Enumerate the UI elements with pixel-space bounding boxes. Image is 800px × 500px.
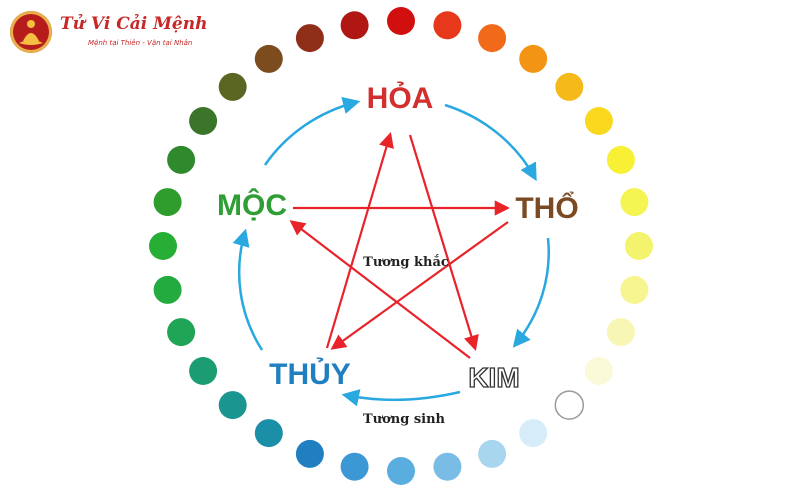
arrow-tho-to-thuy — [330, 221, 509, 350]
color-wheel-dot — [167, 318, 196, 347]
color-wheel-dot — [295, 24, 324, 53]
color-wheel-dot — [149, 232, 177, 260]
color-wheel — [149, 7, 653, 485]
color-wheel-dot — [584, 107, 613, 135]
brand-name: Tử Vi Cải Mệnh — [60, 14, 208, 34]
color-wheel-dot — [433, 452, 462, 481]
color-wheel-dot — [625, 232, 653, 260]
generating-cycle-caption: Tương sinh — [363, 412, 446, 427]
element-moc-label: MỘC — [217, 188, 287, 222]
arrow-kim-to-thuy — [341, 389, 461, 407]
color-wheel-dot — [340, 11, 369, 40]
color-wheel-dot — [189, 107, 218, 135]
arrow-tho-to-kim — [512, 237, 550, 348]
element-thuy-label: THỦY — [269, 357, 351, 391]
color-wheel-dot — [295, 439, 324, 468]
color-wheel-dot — [606, 145, 635, 174]
brand-logo[interactable]: Tử Vi Cải Mệnh Mệnh tại Thiên - Vận tại … — [10, 10, 207, 56]
controlling-cycle-caption: Tương khắc — [363, 254, 449, 270]
brand-slogan: Mệnh tại Thiên - Vận tại Nhân — [88, 39, 193, 47]
arrow-hoa-to-tho — [444, 103, 537, 182]
color-wheel-dot — [254, 419, 283, 448]
color-wheel-dot — [189, 357, 218, 385]
controlling-cycle — [289, 132, 511, 359]
color-wheel-dot — [620, 275, 649, 304]
color-wheel-dot — [519, 419, 548, 448]
color-wheel-dot — [554, 390, 585, 420]
element-tho-label: THỔ — [515, 191, 578, 225]
generating-cycle — [232, 96, 550, 407]
color-wheel-dot — [340, 452, 369, 481]
element-kim-label: KIM — [468, 362, 519, 393]
color-wheel-dot — [478, 439, 507, 468]
arrow-thuy-to-hoa — [325, 132, 394, 349]
color-wheel-dot — [387, 457, 415, 485]
color-wheel-dot — [555, 72, 584, 101]
color-wheel-dot — [584, 357, 613, 385]
color-wheel-dot — [153, 275, 182, 304]
buddha-emblem-icon — [10, 11, 52, 53]
color-wheel-dot — [478, 24, 507, 53]
arrow-hoa-to-kim — [408, 134, 479, 351]
arrow-thuy-to-moc — [232, 228, 264, 351]
color-wheel-dot — [218, 391, 247, 420]
color-wheel-dot — [167, 145, 196, 174]
color-wheel-dot — [519, 44, 548, 73]
color-wheel-dot — [254, 44, 283, 73]
arrow-moc-to-hoa — [263, 96, 361, 166]
color-wheel-dot — [606, 318, 635, 347]
color-wheel-dot — [433, 11, 462, 40]
arrow-kim-to-moc — [289, 220, 471, 359]
color-wheel-dot — [620, 188, 649, 217]
color-wheel-dot — [218, 72, 247, 101]
color-wheel-dot — [387, 7, 415, 35]
color-wheel-dot — [153, 188, 182, 217]
element-hoa-label: HỎA — [367, 81, 434, 115]
